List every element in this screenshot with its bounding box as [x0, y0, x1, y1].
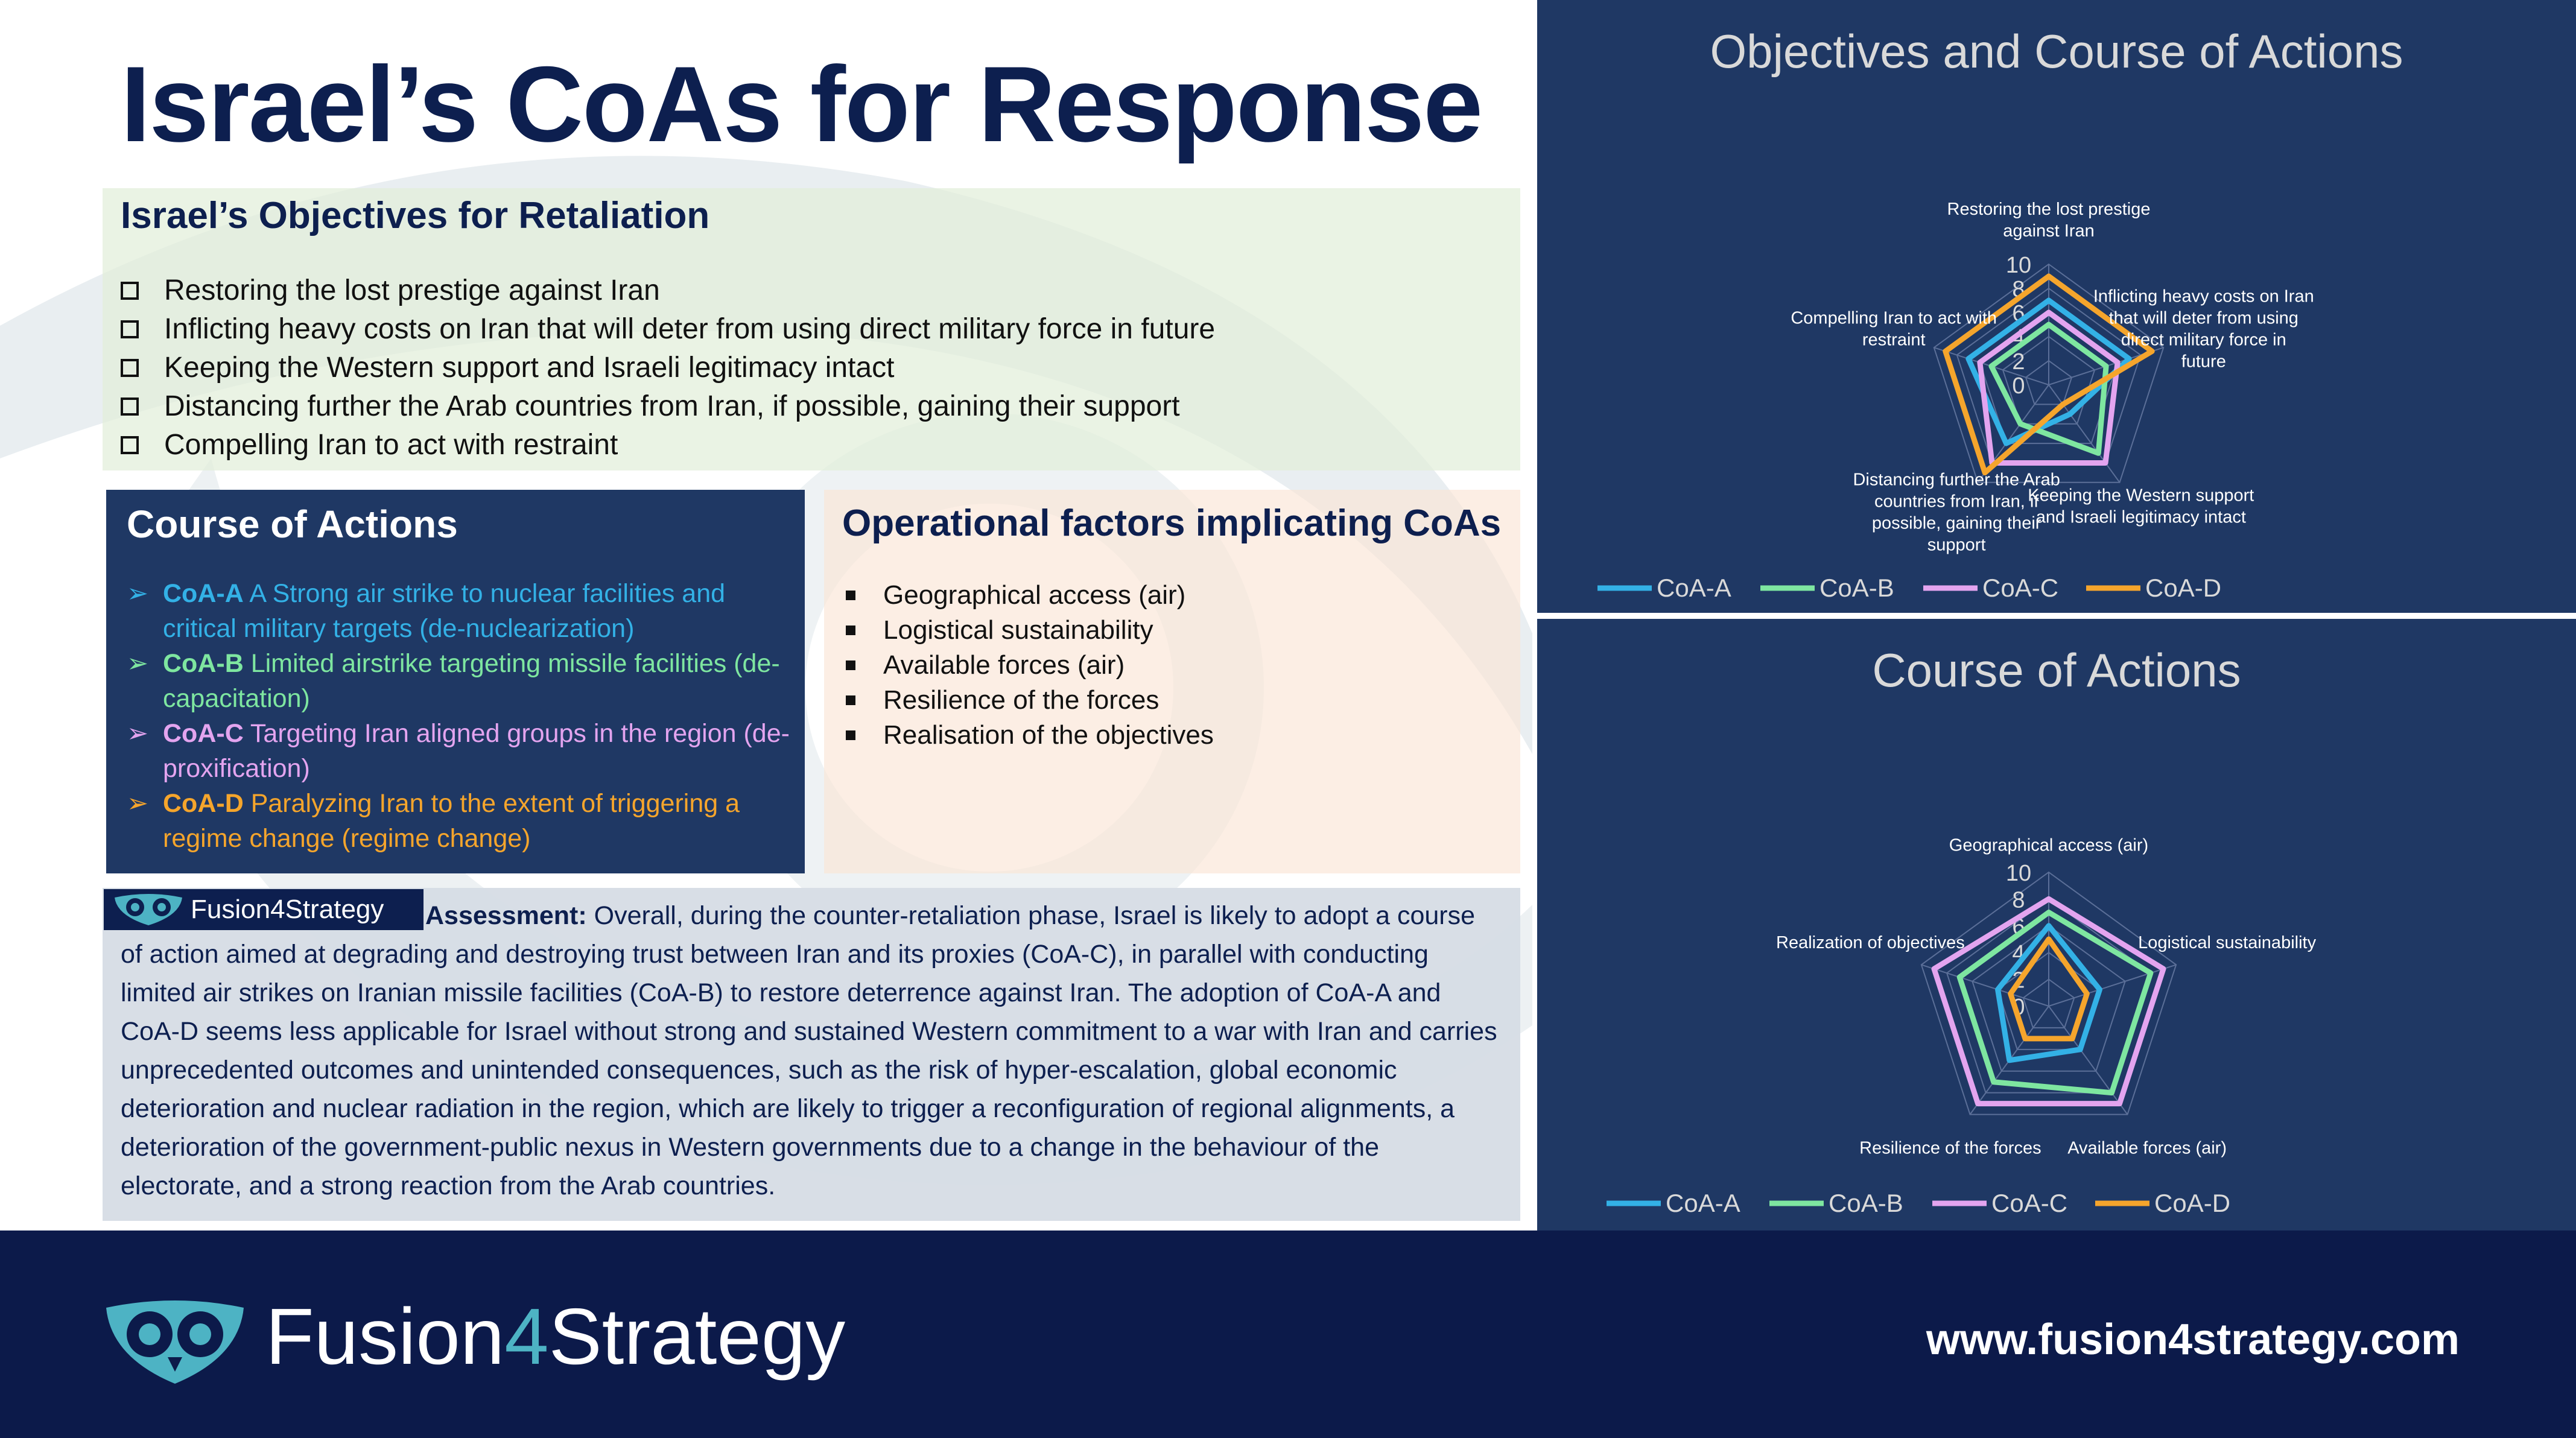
footer-url-link[interactable]: www.fusion4strategy.com: [1926, 1316, 2460, 1364]
footer-bar: [0, 1231, 2576, 1438]
course-of-actions-list: ➢CoA-A A Strong air strike to nuclear fa…: [127, 576, 796, 856]
radar-axis-label: Available forces (air): [2067, 1139, 2227, 1158]
radar-tick-label: 0: [2012, 373, 2025, 399]
radar-axis-label: and Israeli legitimacy intact: [2036, 507, 2246, 527]
checkbox-icon: [121, 320, 139, 338]
radar-tick-label: 2: [2012, 349, 2025, 375]
radar-series-coa-c: [1977, 309, 2121, 466]
legend-label: CoA-A: [1657, 574, 1731, 602]
radar-tick-label: 10: [2006, 861, 2031, 886]
chart-panel-course-of-actions: [1537, 619, 2576, 1231]
arrow-bullet-icon: ➢: [127, 789, 149, 818]
list-item: Keeping the Western support and Israeli …: [121, 349, 1215, 387]
radar-axis-label: Restoring the lost prestige: [1947, 200, 2151, 219]
list-item: Realisation of the objectives: [842, 718, 1214, 753]
operational-factors-list: Geographical access (air) Logistical sus…: [842, 578, 1214, 753]
radar-axis-label: Keeping the Western support: [2028, 486, 2254, 505]
radar-spoke: [1921, 964, 2049, 1007]
list-item: Compelling Iran to act with restraint: [121, 426, 1215, 464]
legend-label: CoA-D: [2154, 1189, 2230, 1217]
radar-series-coa-a: [1995, 923, 2102, 1063]
radar-axis-label: Logistical sustainability: [2138, 933, 2316, 952]
checkbox-icon: [121, 436, 139, 454]
radar-spoke: [2048, 1006, 2128, 1115]
objectives-list: Restoring the lost prestige against Iran…: [121, 271, 1215, 464]
arrow-bullet-icon: ➢: [127, 579, 149, 608]
radar-tick-label: 8: [2012, 887, 2025, 913]
list-item: Inflicting heavy costs on Iran that will…: [121, 310, 1215, 349]
radar-axis-label: Inflicting heavy costs on Iran: [2093, 287, 2314, 306]
radar-axis-label: Resilience of the forces: [1859, 1139, 2041, 1158]
coa-item-c: ➢CoA-C Targeting Iran aligned groups in …: [127, 716, 796, 786]
radar-axis-label: countries from Iran, if: [1874, 492, 2039, 511]
radar-grid-ring: [1997, 951, 2101, 1050]
radar-series-coa-d: [1943, 273, 2155, 476]
radar-grid-ring: [1933, 263, 2165, 483]
legend-label: CoA-B: [1819, 574, 1894, 602]
list-item: Resilience of the forces: [842, 683, 1214, 718]
radar-axis-label: support: [1927, 535, 1986, 554]
radar-spoke: [2048, 964, 2177, 1007]
list-item: Restoring the lost prestige against Iran: [121, 271, 1215, 310]
radar-axis-label: Geographical access (air): [1949, 835, 2148, 855]
radar-spoke: [2048, 384, 2121, 483]
radar-axis-label: possible, gaining their: [1872, 513, 2041, 533]
checkbox-icon: [121, 282, 139, 300]
radar-axis-label: restraint: [1862, 331, 1926, 350]
coa-item-a: ➢CoA-A A Strong air strike to nuclear fa…: [127, 576, 796, 646]
coa-item-b: ➢CoA-B Limited airstrike targeting missi…: [127, 646, 796, 716]
legend-label: CoA-B: [1829, 1189, 1903, 1217]
checkbox-icon: [121, 398, 139, 416]
course-of-actions-heading: Course of Actions: [127, 502, 458, 546]
list-item: Distancing further the Arab countries fr…: [121, 387, 1215, 426]
list-item: Geographical access (air): [842, 578, 1214, 613]
radar-axis-label: against Iran: [2003, 221, 2095, 241]
chart-title: Course of Actions: [1872, 644, 2241, 697]
radar-axis-label: direct military force in: [2121, 331, 2286, 350]
radar-series-coa-b: [1988, 321, 2109, 456]
radar-axis-label: Distancing further the Arab: [1853, 470, 2060, 489]
objectives-heading: Israel’s Objectives for Retaliation: [121, 195, 710, 236]
chart-title: Objectives and Course of Actions: [1710, 25, 2403, 78]
assessment-text: Assessment: Overall, during the counter-…: [121, 901, 1497, 1200]
legend-label: CoA-A: [1666, 1189, 1740, 1217]
radar-grid-ring: [2022, 978, 2075, 1028]
checkbox-icon: [121, 359, 139, 377]
square-bullet-icon: [846, 695, 855, 705]
list-item: Available forces (air): [842, 648, 1214, 683]
footer-brand-name: Fusion4Strategy: [265, 1292, 846, 1381]
radar-axis-label: future: [2181, 352, 2226, 372]
coa-item-d: ➢CoA-D Paralyzing Iran to the extent of …: [127, 786, 796, 856]
legend-label: CoA-D: [2145, 574, 2221, 602]
operational-factors-heading: Operational factors implicating CoAs: [842, 502, 1502, 544]
radar-tick-label: 10: [2006, 253, 2031, 278]
legend-label: CoA-C: [1991, 1189, 2067, 1217]
radar-grid-ring: [1972, 925, 2126, 1072]
arrow-bullet-icon: ➢: [127, 649, 149, 678]
square-bullet-icon: [846, 730, 855, 740]
radar-grid-ring: [1920, 871, 2177, 1115]
radar-axis-label: Compelling Iran to act with: [1791, 309, 1997, 328]
square-bullet-icon: [846, 591, 855, 600]
radar-series-coa-d: [2008, 936, 2090, 1042]
page-title: Israel’s CoAs for Response: [121, 44, 1483, 164]
radar-axis-label: that will deter from using: [2109, 309, 2298, 328]
square-bullet-icon: [846, 660, 855, 670]
list-item: Logistical sustainability: [842, 613, 1214, 648]
radar-grid-ring: [2025, 360, 2073, 405]
radar-series-coa-c: [1931, 896, 2166, 1107]
arrow-bullet-icon: ➢: [127, 719, 149, 748]
square-bullet-icon: [846, 626, 855, 635]
radar-axis-label: Realization of objectives: [1776, 933, 1965, 952]
radar-series-coa-b: [1956, 910, 2154, 1096]
owl-logo-icon: [106, 1300, 244, 1384]
legend-label: CoA-C: [1982, 574, 2058, 602]
